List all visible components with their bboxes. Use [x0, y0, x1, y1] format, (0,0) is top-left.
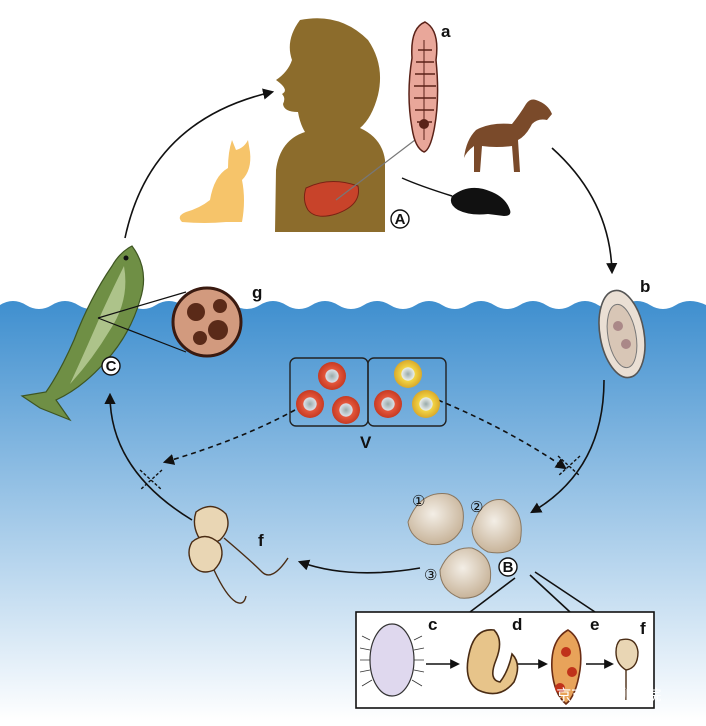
cercariae-f — [188, 505, 289, 604]
arrow-egg-to-snail — [530, 379, 605, 514]
human-host — [275, 18, 416, 232]
metacercaria-g — [171, 286, 243, 358]
fish-host — [20, 245, 145, 422]
arrow-snail-inset-3 — [534, 571, 596, 613]
dog-host — [464, 99, 552, 172]
liver — [303, 181, 360, 217]
circled-a-text: A — [395, 211, 406, 228]
rat-host — [401, 177, 511, 216]
label-v: V — [360, 433, 372, 452]
snails-b — [407, 493, 522, 599]
arrow-snail-to-cercaria — [297, 559, 421, 574]
circled-label-c: C — [101, 356, 121, 376]
snail-label-3: ③ — [424, 567, 437, 584]
arrow-v-right — [437, 399, 567, 470]
arrow-snail-inset-1 — [469, 577, 516, 613]
label-e: e — [590, 615, 599, 634]
cycle-arrows — [104, 88, 618, 613]
circled-b-text: B — [503, 559, 514, 576]
snail-label-1: ① — [412, 493, 425, 510]
label-f: f — [258, 531, 264, 550]
label-f-inset: f — [640, 619, 646, 638]
larval-stages-inset — [355, 611, 655, 709]
label-g: g — [252, 283, 262, 302]
label-d: d — [512, 615, 522, 634]
watermark: @北京市垂杨柳医院 — [526, 686, 661, 704]
arrow-fish-to-human — [124, 88, 275, 239]
arrow-snail-inset-2 — [529, 574, 571, 613]
circled-label-b: B — [498, 557, 518, 577]
snail-label-2: ② — [470, 499, 483, 516]
adult-fluke-a — [408, 21, 439, 153]
cat-host — [179, 140, 251, 223]
label-b: b — [640, 277, 650, 296]
arrow-dog-to-egg — [551, 147, 618, 275]
arrow-cercaria-to-fish — [104, 392, 193, 521]
circled-label-a: A — [390, 209, 410, 229]
arrow-v-left — [162, 409, 296, 465]
label-c: c — [428, 615, 437, 634]
egg-b — [598, 289, 646, 379]
cyst-panel-v — [289, 357, 447, 427]
circled-c-text: C — [106, 358, 117, 375]
label-a: a — [441, 22, 451, 41]
